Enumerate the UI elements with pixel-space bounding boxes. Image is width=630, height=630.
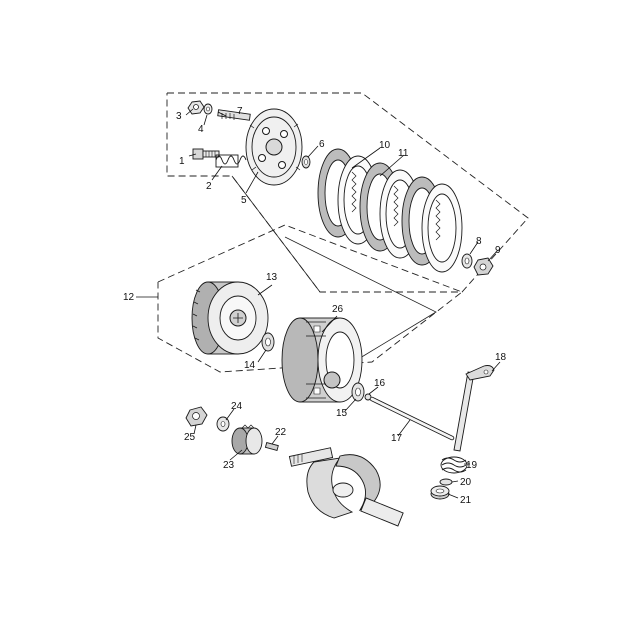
primary-nut-part: [185, 406, 208, 427]
washer-part: [203, 103, 213, 115]
primary-washer-part: [216, 416, 230, 432]
callout-16: 16: [374, 378, 386, 389]
release-lever-part: [453, 365, 495, 452]
upper-group-boundary: [166, 92, 529, 293]
pressure-plate-part: [245, 108, 303, 186]
callout-14: 14: [244, 360, 256, 371]
callout-1: 1: [179, 156, 185, 167]
callout-17: 17: [391, 433, 403, 444]
clutch-housing-part: [281, 317, 363, 403]
callout-labels: 1 2 3 4 5 6 7 8 9 10 11 12 13 14 15 16 1…: [123, 106, 507, 506]
washer-part: [461, 253, 473, 269]
callout-5: 5: [241, 195, 247, 206]
thrust-washer-part: [261, 332, 275, 352]
lower-group-boundary: [157, 224, 463, 373]
callout-26: 26: [332, 304, 344, 315]
callout-25: 25: [184, 432, 196, 443]
callout-24: 24: [231, 401, 243, 412]
callout-7: 7: [237, 106, 243, 117]
callout-20: 20: [460, 477, 472, 488]
housing-washer-part: [351, 382, 365, 402]
crankshaft-part: [288, 447, 404, 527]
callout-2: 2: [206, 181, 212, 192]
oil-seal-part: [430, 485, 450, 500]
callout-9: 9: [495, 245, 501, 256]
woodruff-key-part: [264, 441, 279, 452]
lock-nut-part: [473, 257, 494, 276]
callout-18: 18: [495, 352, 507, 363]
push-rod-part: [369, 396, 455, 441]
clutch-boss-part: [191, 281, 269, 355]
lifter-bolt-part: [217, 109, 251, 121]
callout-10: 10: [379, 140, 391, 151]
callout-23: 23: [223, 460, 235, 471]
lever-washer-part: [439, 478, 453, 486]
callout-4: 4: [198, 124, 204, 135]
callout-22: 22: [275, 427, 287, 438]
primary-drive-gear-part: [231, 424, 263, 455]
leader-lines: [136, 108, 501, 499]
lifter-washer-part: [301, 155, 311, 169]
callout-19: 19: [466, 460, 478, 471]
callout-12: 12: [123, 292, 135, 303]
callout-21: 21: [460, 495, 472, 506]
callout-3: 3: [176, 111, 182, 122]
nut-part: [187, 100, 205, 115]
bolt-part: [192, 148, 220, 160]
callout-6: 6: [319, 139, 325, 150]
clutch-plate-part: [421, 183, 463, 273]
callout-13: 13: [266, 272, 278, 283]
callout-15: 15: [336, 408, 348, 419]
callout-8: 8: [476, 236, 482, 247]
return-spring-part: [440, 456, 468, 474]
callout-11: 11: [398, 148, 409, 159]
clutch-spring-part: [215, 154, 247, 168]
